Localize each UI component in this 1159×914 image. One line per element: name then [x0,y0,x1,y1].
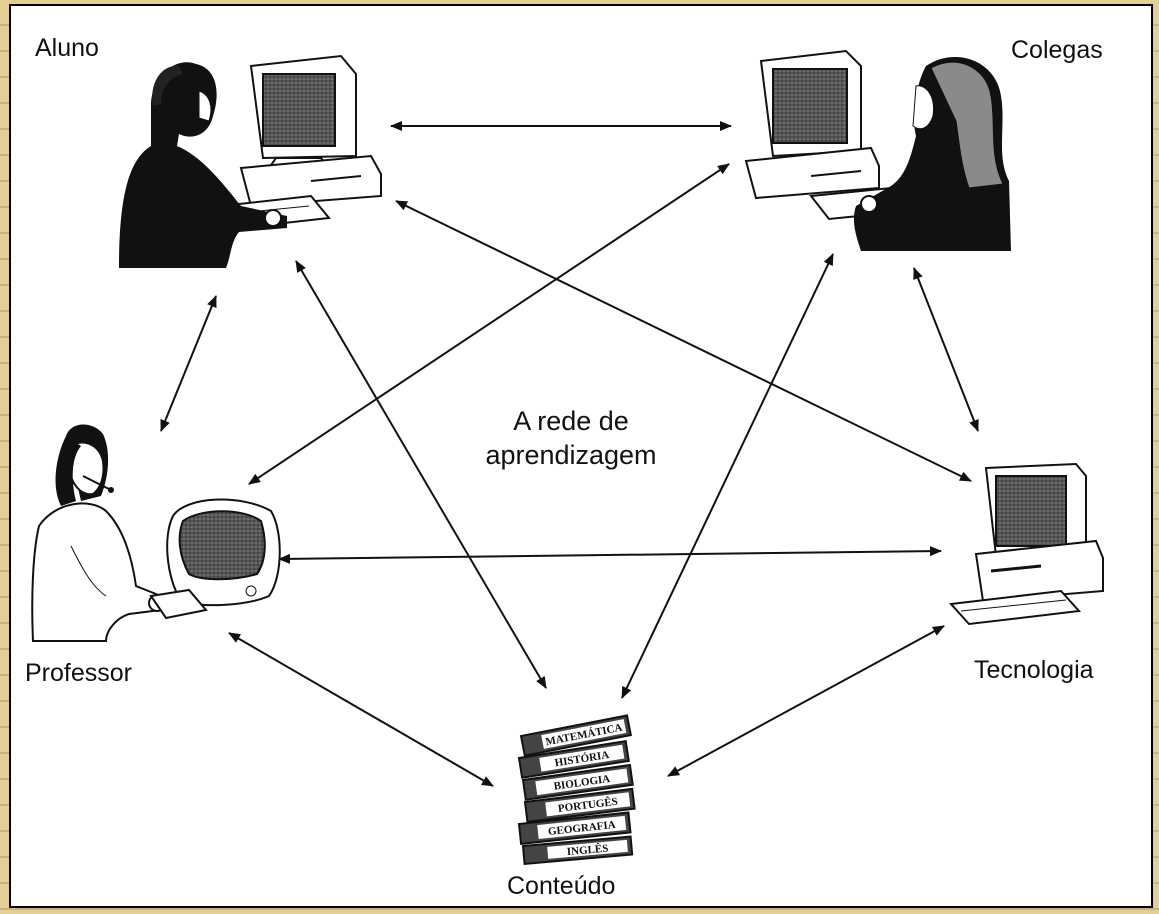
arrow-tecnologia-conteudo [667,625,945,777]
arrow-professor-tecnologia [278,546,942,564]
professor-illustration [31,424,281,642]
node-label-conteudo: Conteúdo [507,872,616,900]
conteudo-book-stack: MATEMÁTICA HISTÓRIA BIOLOGIA PORTUGÊS GE [517,714,636,866]
node-label-aluno: Aluno [35,34,99,62]
colegas-illustration [744,49,1011,251]
arrow-professor-conteudo [228,632,494,787]
arrow-colegas-tecnologia [913,267,979,432]
node-label-colegas: Colegas [1011,36,1103,64]
arrow-aluno-professor [160,295,217,432]
aluno-illustration [119,54,382,268]
diagram-title: A rede de aprendizagem [431,404,711,472]
diagram-frame: MATEMÁTICA HISTÓRIA BIOLOGIA PORTUGÊS GE [9,4,1153,908]
book-label: INGLÊS [566,843,608,859]
diagram-title-line2: aprendizagem [485,440,657,470]
diagram-title-line1: A rede de [513,406,629,436]
arrow-colegas-conteudo [621,253,834,699]
tecnologia-illustration [948,462,1104,626]
node-label-professor: Professor [25,659,132,687]
arrow-aluno-conteudo [295,260,547,689]
connection-arrows [160,121,979,787]
arrow-colegas-professor [248,163,730,485]
learning-network-diagram: MATEMÁTICA HISTÓRIA BIOLOGIA PORTUGÊS GE [31,49,1104,866]
node-label-tecnologia: Tecnologia [974,656,1094,684]
